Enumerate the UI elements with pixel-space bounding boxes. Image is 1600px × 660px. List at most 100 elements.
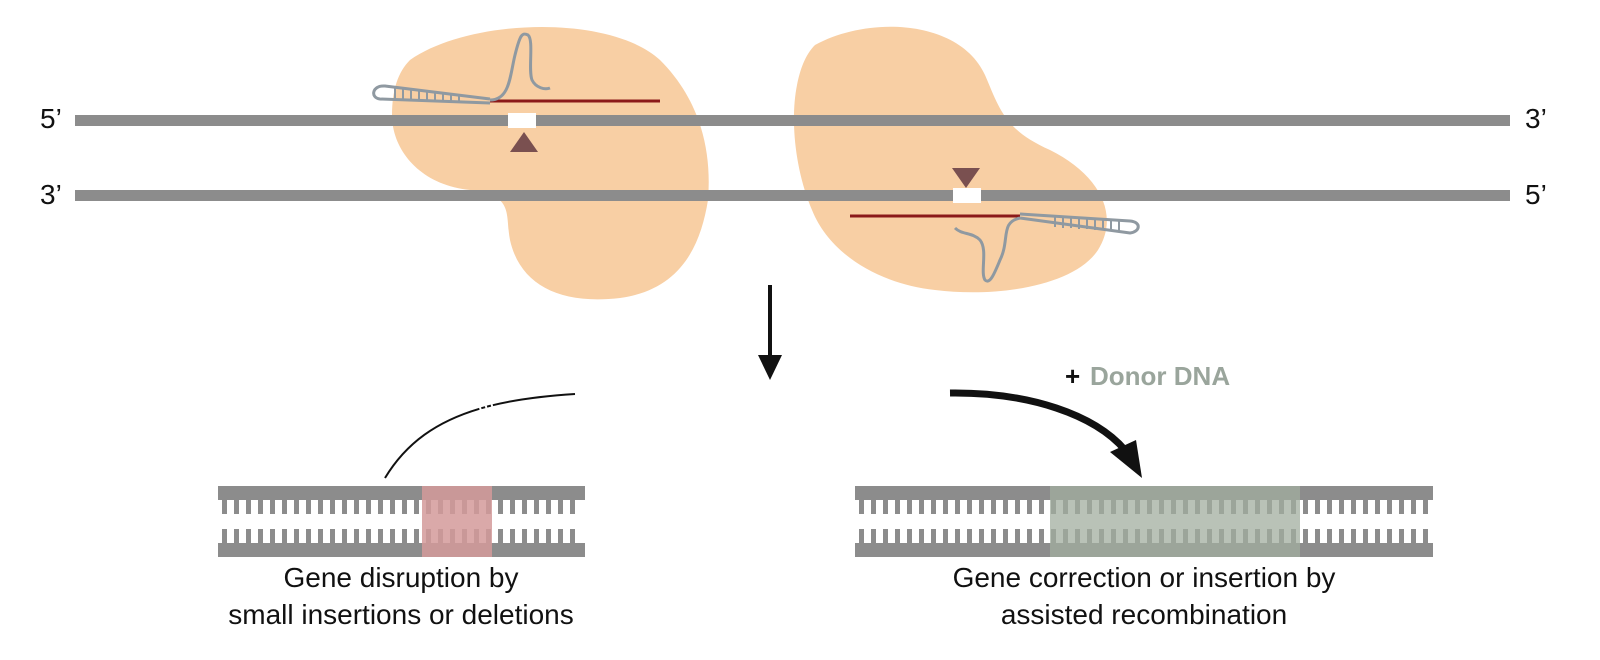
base-pair-rung — [510, 529, 515, 543]
base-pair-rung — [546, 500, 551, 514]
base-pair-rung — [907, 529, 912, 543]
base-pair-rung — [498, 500, 503, 514]
base-pair-rung — [1303, 529, 1308, 543]
left-outcome-line2: small insertions or deletions — [228, 599, 574, 630]
guide-rna-right — [850, 212, 1140, 283]
base-pair-rung — [246, 500, 251, 514]
base-pair-rung — [1375, 500, 1380, 514]
curved-arrow-icon — [949, 389, 1142, 478]
bottom-cut-gap — [953, 188, 981, 203]
base-pair-rung — [306, 500, 311, 514]
base-pair-rung — [222, 500, 227, 514]
base-pair-rung — [1351, 529, 1356, 543]
base-pair-rung — [955, 529, 960, 543]
base-pair-rung — [1339, 500, 1344, 514]
base-pair-rung — [883, 500, 888, 514]
base-pair-rung — [270, 500, 275, 514]
base-pair-rung — [979, 500, 984, 514]
base-pair-rung — [1027, 529, 1032, 543]
base-pair-rung — [414, 500, 419, 514]
cut-site-marker-up — [510, 132, 538, 152]
top-strand-left-label: 5’ — [40, 103, 62, 134]
base-pair-rung — [859, 529, 864, 543]
base-pair-rung — [871, 500, 876, 514]
down-arrow-icon — [758, 285, 782, 380]
cut-site-marker-down — [952, 168, 980, 188]
base-pair-rung — [1027, 500, 1032, 514]
base-pair-rung — [1339, 529, 1344, 543]
base-pair-rung — [534, 529, 539, 543]
base-pair-rung — [282, 500, 287, 514]
cas9-protein-left — [392, 26, 709, 300]
base-pair-rung — [1411, 529, 1416, 543]
base-pair-rung — [967, 529, 972, 543]
donor-plus-sign: + — [1065, 361, 1080, 391]
base-pair-rung — [294, 529, 299, 543]
base-pair-rung — [1315, 529, 1320, 543]
base-pair-rung — [967, 500, 972, 514]
base-pair-rung — [1039, 529, 1044, 543]
base-pair-rung — [558, 500, 563, 514]
base-pair-rung — [570, 529, 575, 543]
base-pair-rung — [354, 500, 359, 514]
base-pair-rung — [1315, 500, 1320, 514]
base-pair-rung — [883, 529, 888, 543]
base-pair-rung — [1327, 529, 1332, 543]
base-pair-rung — [522, 529, 527, 543]
bottom-dna-strand — [75, 190, 1510, 201]
base-pair-rung — [330, 529, 335, 543]
base-pair-rung — [270, 529, 275, 543]
left-outcome-line1: Gene disruption by — [283, 562, 518, 593]
base-pair-rung — [318, 529, 323, 543]
base-pair-rung — [1039, 500, 1044, 514]
base-pair-rung — [991, 500, 996, 514]
base-pair-rung — [558, 529, 563, 543]
base-pair-rung — [402, 529, 407, 543]
base-pair-rung — [546, 529, 551, 543]
base-pair-rung — [366, 529, 371, 543]
base-pair-rung — [234, 529, 239, 543]
base-pair-rung — [1003, 529, 1008, 543]
base-pair-rung — [390, 529, 395, 543]
donor-dna-duplex — [855, 486, 1433, 557]
top-cut-gap — [508, 113, 536, 128]
base-pair-rung — [1015, 500, 1020, 514]
base-pair-rung — [534, 500, 539, 514]
base-pair-rung — [378, 529, 383, 543]
base-pair-rung — [1015, 529, 1020, 543]
base-pair-rung — [342, 500, 347, 514]
base-pair-rung — [378, 500, 383, 514]
base-pair-rung — [955, 500, 960, 514]
base-pair-rung — [282, 529, 287, 543]
guide-rna-left — [372, 32, 660, 105]
base-pair-rung — [871, 529, 876, 543]
right-outcome-line2: assisted recombination — [1001, 599, 1287, 630]
base-pair-rung — [1387, 500, 1392, 514]
base-pair-rung — [943, 500, 948, 514]
base-pair-rung — [919, 529, 924, 543]
base-pair-rung — [931, 500, 936, 514]
base-pair-rung — [943, 529, 948, 543]
base-pair-rung — [895, 529, 900, 543]
base-pair-rung — [1327, 500, 1332, 514]
base-pair-rung — [330, 500, 335, 514]
base-pair-rung — [931, 529, 936, 543]
base-pair-rung — [991, 529, 996, 543]
base-pair-rung — [222, 529, 227, 543]
base-pair-rung — [1387, 529, 1392, 543]
base-pair-rung — [258, 529, 263, 543]
base-pair-rung — [1003, 500, 1008, 514]
base-pair-rung — [306, 529, 311, 543]
base-pair-rung — [979, 529, 984, 543]
base-pair-rung — [859, 500, 864, 514]
base-pair-rung — [246, 529, 251, 543]
base-pair-rung — [1423, 500, 1428, 514]
cut-fragment-curve — [384, 393, 576, 479]
base-pair-rung — [1399, 529, 1404, 543]
base-pair-rung — [1303, 500, 1308, 514]
base-pair-rung — [234, 500, 239, 514]
base-pair-rung — [1375, 529, 1380, 543]
base-pair-rung — [390, 500, 395, 514]
base-pair-rung — [919, 500, 924, 514]
